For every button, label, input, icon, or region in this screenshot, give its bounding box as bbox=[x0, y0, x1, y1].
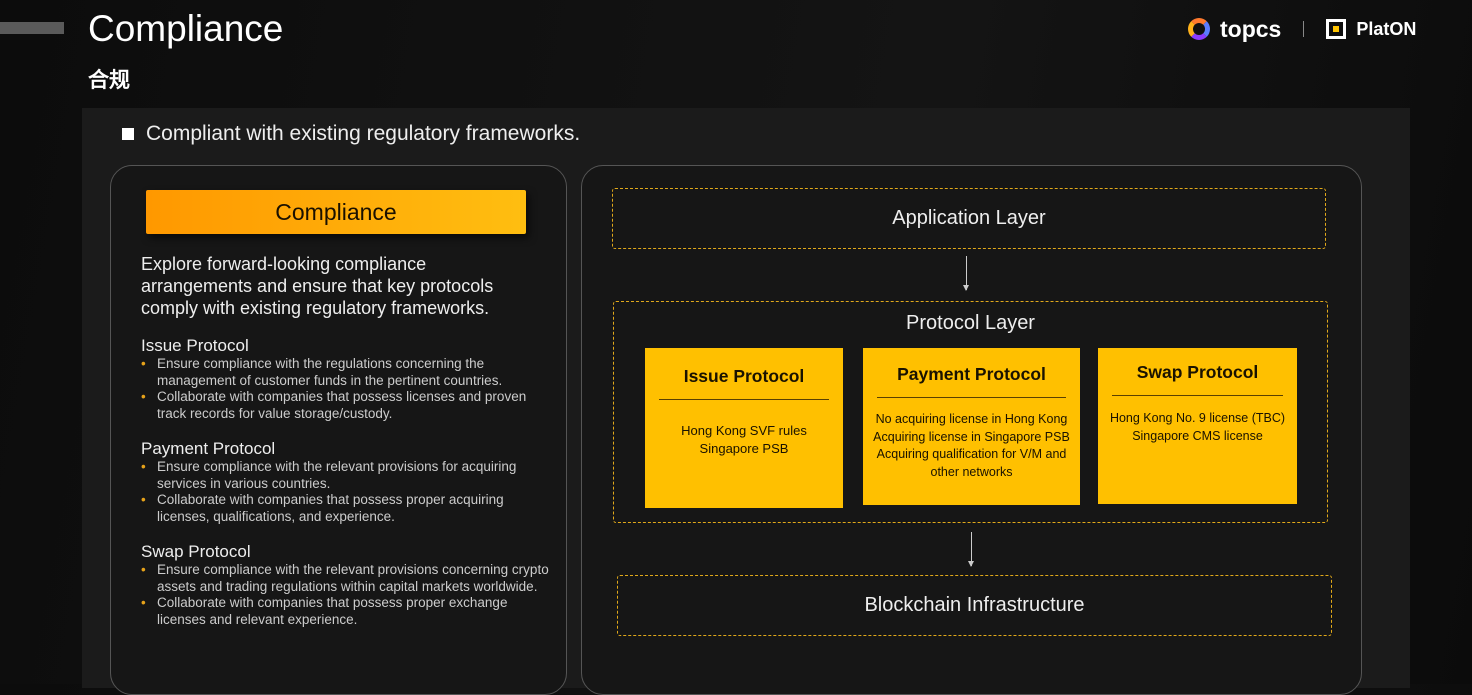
protocol-layer-label: Protocol Layer bbox=[906, 312, 1035, 334]
protocol-layer-box bbox=[613, 301, 1328, 523]
box-line: No acquiring license in Hong Kong bbox=[875, 412, 1068, 426]
box-line: Singapore PSB bbox=[699, 440, 789, 456]
box-line: Hong Kong No. 9 license (TBC) bbox=[1109, 411, 1286, 425]
divider bbox=[877, 397, 1066, 398]
platon-logo: PlatON bbox=[1356, 18, 1417, 39]
section-swap: Swap Protocol Ensure compliance with the… bbox=[141, 542, 551, 628]
arrow-down-icon bbox=[968, 532, 974, 567]
headline-text: Compliant with existing regulatory frame… bbox=[146, 122, 581, 145]
square-bullet-icon bbox=[122, 128, 134, 140]
topcs-logo: topcs bbox=[1220, 15, 1282, 42]
section-title: Swap Protocol bbox=[141, 542, 251, 561]
section-payment: Payment Protocol Ensure compliance with … bbox=[141, 439, 551, 525]
logo-group: topcs PlatON bbox=[1188, 14, 1416, 44]
box-line: Singapore CMS license bbox=[1132, 428, 1263, 443]
box-line: other networks bbox=[930, 464, 1013, 479]
blockchain-layer-box: Blockchain Infrastructure bbox=[617, 575, 1332, 636]
blockchain-layer-label: Blockchain Infrastructure bbox=[864, 594, 1085, 616]
arrow-down-icon bbox=[963, 256, 969, 291]
page-subtitle: 合规 bbox=[88, 69, 130, 92]
intro-text: Explore forward-looking compliance arran… bbox=[141, 254, 494, 318]
box-line: Acquiring license in Singapore PSB bbox=[873, 429, 1070, 444]
divider bbox=[659, 399, 829, 400]
box-title: Issue Protocol bbox=[683, 366, 805, 386]
swap-protocol-box: Swap Protocol Hong Kong No. 9 license (T… bbox=[1098, 348, 1297, 504]
list-item: Ensure compliance with the relevant prov… bbox=[141, 459, 551, 492]
list-item: Ensure compliance with the regulations c… bbox=[141, 356, 551, 389]
box-title: Swap Protocol bbox=[1136, 362, 1259, 382]
list-item: Collaborate with companies that possess … bbox=[141, 389, 551, 422]
box-line: Acquiring qualification for V/M and bbox=[876, 447, 1067, 461]
decorative-bar bbox=[0, 22, 64, 34]
list-item: Collaborate with companies that possess … bbox=[141, 595, 551, 628]
list-item: Ensure compliance with the relevant prov… bbox=[141, 562, 551, 595]
box-title: Payment Protocol bbox=[897, 364, 1046, 384]
topcs-logo-icon bbox=[1188, 18, 1210, 40]
section-title: Issue Protocol bbox=[141, 336, 249, 355]
section-title: Payment Protocol bbox=[141, 439, 276, 458]
payment-protocol-box: Payment Protocol No acquiring license in… bbox=[863, 348, 1080, 505]
platon-logo-icon bbox=[1326, 19, 1347, 39]
headline-bullet: Compliant with existing regulatory frame… bbox=[122, 122, 580, 146]
application-layer-label: Application Layer bbox=[892, 207, 1046, 229]
logo-divider bbox=[1303, 21, 1305, 37]
section-issue: Issue Protocol Ensure compliance with th… bbox=[141, 336, 551, 422]
divider bbox=[1112, 395, 1283, 396]
application-layer-box: Application Layer bbox=[612, 188, 1326, 249]
page-title: Compliance bbox=[88, 8, 284, 49]
list-item: Collaborate with companies that possess … bbox=[141, 492, 551, 525]
box-line: Hong Kong SVF rules bbox=[681, 423, 807, 438]
compliance-chip: Compliance bbox=[146, 190, 526, 234]
